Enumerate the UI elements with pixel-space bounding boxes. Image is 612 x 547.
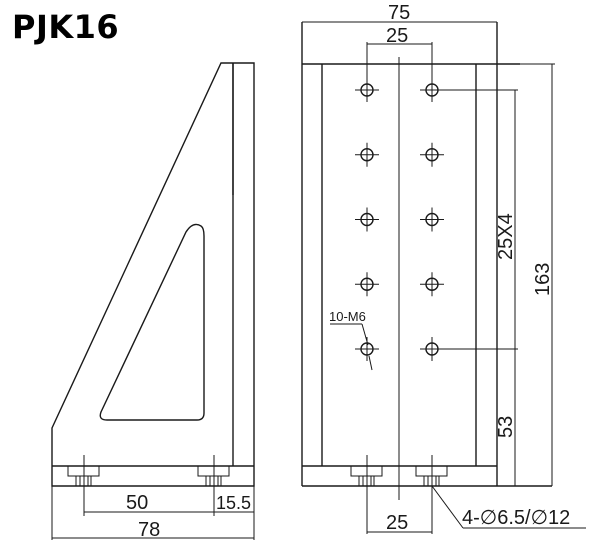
part-number-title: PJK16 [12,8,120,46]
dim-front-width: 75 [388,2,410,24]
tapped-hole-icon [420,142,444,167]
dim-side-width: 78 [138,519,160,541]
front-view: 75 25 25 25X4 163 53 10-M6 4-∅6.5/∅12 [301,2,586,534]
tapped-hole-grid [355,78,444,361]
leader-tail [368,355,373,371]
bracket-side-outline [51,62,255,487]
dim-bolt-spacing: 50 [126,492,148,514]
callout-mounting-holes: 4-∅6.5/∅12 [462,507,570,529]
tapped-hole-icon [355,272,379,297]
tapped-hole-icon [355,142,379,167]
dim-hole-pitch-y: 25X4 [495,213,517,260]
tapped-hole-icon [420,272,444,297]
front-counterbore-right [415,455,448,534]
side-view: 50 15.5 78 [51,62,255,541]
dim-front-height: 163 [532,263,554,296]
side-counterbore-right [197,455,230,516]
dim-slot-pitch: 25 [386,512,408,534]
dim-hole-pitch-x: 25 [386,25,408,47]
dim-edge-offset: 15.5 [216,493,251,513]
dim-bottom-offset: 53 [495,416,517,438]
callout-tapped-holes: 10-M6 [329,309,366,324]
side-counterbore-left [67,455,100,490]
leader-line [361,323,369,346]
front-counterbore-left [350,455,383,534]
lightening-cutout [99,223,205,421]
tapped-hole-icon [355,207,379,232]
leader-line [431,485,464,529]
tapped-hole-icon [420,207,444,232]
